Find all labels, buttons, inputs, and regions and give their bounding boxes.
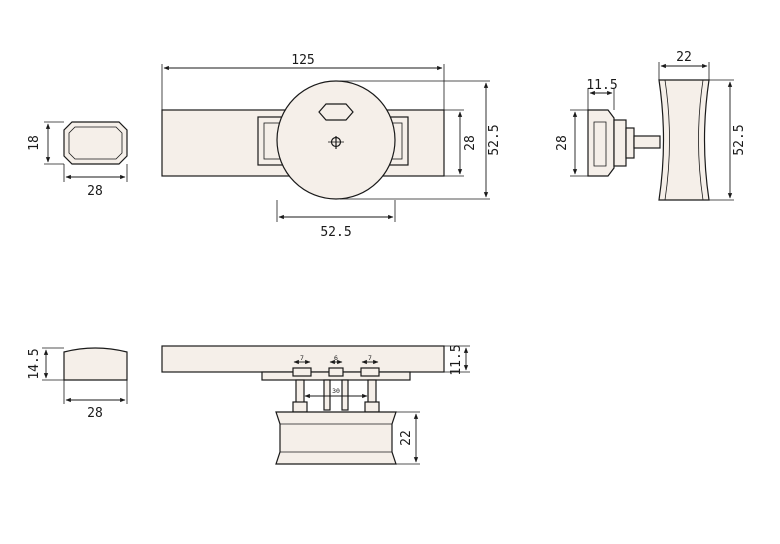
bottom-clip-right <box>364 401 380 413</box>
bottom-stem-mid-b <box>341 379 349 411</box>
side-knob-edge-left <box>664 79 670 201</box>
side-knob-edge-right <box>698 79 704 201</box>
side-block-a <box>613 119 627 167</box>
end-outer <box>63 121 128 165</box>
dim-label-total-height: 52.5 <box>487 124 502 155</box>
front-slot <box>318 103 354 121</box>
front-view <box>161 80 445 200</box>
bottom-knob <box>275 411 397 465</box>
bottom-pin-left <box>292 367 312 377</box>
dim-label-end-width: 28 <box>87 184 103 199</box>
bottom-end-view <box>63 347 128 381</box>
dim-pin-b: 6 <box>329 354 343 365</box>
bottom-pin-right <box>360 367 380 377</box>
bottom-end-block <box>63 347 128 381</box>
dim-side-depth: 11.5 <box>586 78 618 110</box>
dim-knob-depth: 22 <box>396 411 420 465</box>
dim-side-total-height: 52.5 <box>709 79 747 201</box>
dim-label-pin-a: 7 <box>300 354 304 362</box>
dim-label-knob-diameter: 52.5 <box>320 225 351 240</box>
dim-plate-height: 28 <box>408 109 478 177</box>
end-inner <box>68 126 123 160</box>
dim-label-end-height: 18 <box>27 135 42 151</box>
dim-label-plate-height: 28 <box>463 135 478 151</box>
side-view <box>587 79 710 201</box>
dim-bar-length: 125 <box>161 53 445 110</box>
dim-knob-diameter: 52.5 <box>276 200 396 240</box>
dim-total-height: 52.5 <box>340 80 502 200</box>
dim-label-pin-c: 7 <box>368 354 372 362</box>
dim-label-spacing: 30 <box>332 387 340 395</box>
dim-label-bar-thickness: 11.5 <box>449 344 464 375</box>
bottom-stem-left <box>295 379 305 405</box>
dim-label-pin-b: 6 <box>334 354 338 362</box>
dim-spacing: 30 <box>304 387 368 399</box>
side-knob <box>658 79 710 201</box>
dim-label-side-depth: 11.5 <box>586 78 617 93</box>
dim-label-bottom-end-height: 14.5 <box>27 348 42 379</box>
side-block-b <box>625 127 635 159</box>
dim-end-height: 18 <box>27 121 64 165</box>
bottom-stem-right <box>367 379 377 405</box>
bottom-pin-center <box>328 367 344 377</box>
bottom-stem-mid-a <box>323 379 331 411</box>
dim-knob-thickness: 22 <box>658 50 710 80</box>
dim-pin-a: 7 <box>293 354 311 365</box>
end-view <box>63 121 128 165</box>
dim-end-width: 28 <box>63 164 128 199</box>
dim-label-bottom-end-width: 28 <box>87 406 103 421</box>
dim-pin-c: 7 <box>361 354 379 365</box>
dim-bottom-end-height: 14.5 <box>27 347 64 381</box>
side-bracket-inner <box>593 121 607 167</box>
dim-label-side-total-height: 52.5 <box>732 124 747 155</box>
bottom-view <box>161 345 445 465</box>
bottom-clip-left <box>292 401 308 413</box>
dim-label-side-height: 28 <box>555 135 570 151</box>
dim-bar-thickness: 11.5 <box>444 344 470 376</box>
dim-label-bar-length: 125 <box>291 53 314 68</box>
dim-side-height: 28 <box>555 109 588 177</box>
dim-label-knob-thickness: 22 <box>676 50 692 65</box>
dim-label-knob-depth: 22 <box>399 430 414 446</box>
side-shaft <box>633 135 661 149</box>
dim-bottom-end-width: 28 <box>63 380 128 421</box>
